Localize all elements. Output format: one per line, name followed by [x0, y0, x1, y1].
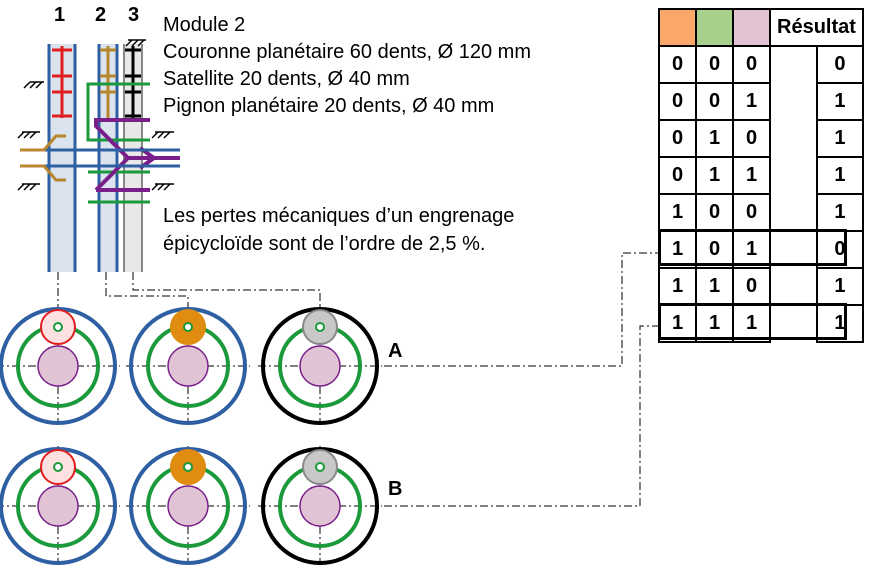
result-cell: 0: [816, 45, 864, 84]
result-header: Résultat: [769, 8, 864, 47]
table-cell: 0: [732, 267, 771, 306]
header-color-pink: [732, 8, 771, 47]
table-gap: [770, 231, 817, 268]
table-cell: 1: [732, 156, 771, 195]
table-cell: 0: [732, 119, 771, 158]
column-number-2: 2: [95, 4, 107, 26]
table-cell: 0: [695, 193, 734, 232]
sun-gear: [37, 485, 79, 527]
table-gap: [770, 83, 817, 120]
table-cell: 0: [695, 45, 734, 84]
table-cell: 1: [732, 82, 771, 121]
row-label-b: B: [388, 478, 403, 500]
table-cell: 0: [695, 230, 734, 269]
table-gap: [770, 157, 817, 194]
table-cell: 0: [695, 82, 734, 121]
table-cell: 0: [658, 119, 697, 158]
table-gap: [770, 194, 817, 231]
column-number-1: 1: [54, 4, 66, 26]
satellite-carrier: [86, 82, 150, 142]
planet-pin: [183, 322, 193, 332]
table-cell: 1: [695, 119, 734, 158]
table-gap: [770, 305, 817, 342]
planet-pin: [53, 462, 63, 472]
spec-module: Module 2: [163, 14, 246, 36]
planet-pin: [315, 462, 325, 472]
planet-pin: [183, 462, 193, 472]
table-gap: [770, 268, 817, 305]
result-cell: 1: [816, 82, 864, 121]
result-cell: 1: [816, 304, 864, 343]
planet-black-stack: [125, 46, 141, 118]
truth-table-header: Résultat: [658, 8, 864, 47]
sun-gear: [299, 485, 341, 527]
sun-gear: [167, 485, 209, 527]
table-cell: 1: [695, 267, 734, 306]
table-cell: 0: [732, 193, 771, 232]
gear-specs: Module 2 Couronne planétaire 60 dents, Ø…: [163, 12, 531, 120]
result-cell: 1: [816, 193, 864, 232]
sun-gear: [167, 345, 209, 387]
table-cell: 1: [695, 304, 734, 343]
table-cell: 0: [658, 45, 697, 84]
sun-gear: [299, 345, 341, 387]
table-cell: 1: [695, 156, 734, 195]
column-number-3: 3: [128, 4, 140, 26]
gear-sets: [0, 306, 382, 565]
planet-orange-stack: [100, 46, 116, 118]
header-color-green: [695, 8, 734, 47]
planet-pin: [315, 322, 325, 332]
table-cell: 1: [732, 230, 771, 269]
ground-hatches: [17, 39, 174, 191]
result-cell: 1: [816, 156, 864, 195]
table-cell: 1: [658, 230, 697, 269]
table-gap: [770, 46, 817, 83]
result-cell: 1: [816, 267, 864, 306]
spec-ring: Couronne planétaire 60 dents, Ø 120 mm: [163, 41, 531, 63]
table-cell: 1: [658, 304, 697, 343]
input-shaft: [20, 134, 66, 152]
column-2-band: [98, 44, 118, 272]
planet-pin: [53, 322, 63, 332]
table-cell: 1: [658, 193, 697, 232]
table-gap: [770, 120, 817, 157]
table-cell: 0: [732, 45, 771, 84]
sun-gear: [37, 345, 79, 387]
row-label-a: A: [388, 340, 403, 362]
planet-red-stack: [52, 46, 72, 118]
spec-satellite: Satellite 20 dents, Ø 40 mm: [163, 68, 410, 90]
header-color-orange: [658, 8, 697, 47]
sun-shaft: [94, 118, 180, 160]
result-cell: 1: [816, 119, 864, 158]
table-cell: 0: [658, 82, 697, 121]
spec-sun: Pignon planétaire 20 dents, Ø 40 mm: [163, 95, 495, 117]
result-cell: 0: [816, 230, 864, 269]
table-cell: 1: [658, 267, 697, 306]
efficiency-note: Les pertes mécaniques d’un engrenage épi…: [163, 202, 514, 258]
note-line-2: épicycloïde sont de l’ordre de 2,5 %.: [163, 233, 486, 255]
table-cell: 1: [732, 304, 771, 343]
note-line-1: Les pertes mécaniques d’un engrenage: [163, 205, 515, 227]
table-cell: 0: [658, 156, 697, 195]
